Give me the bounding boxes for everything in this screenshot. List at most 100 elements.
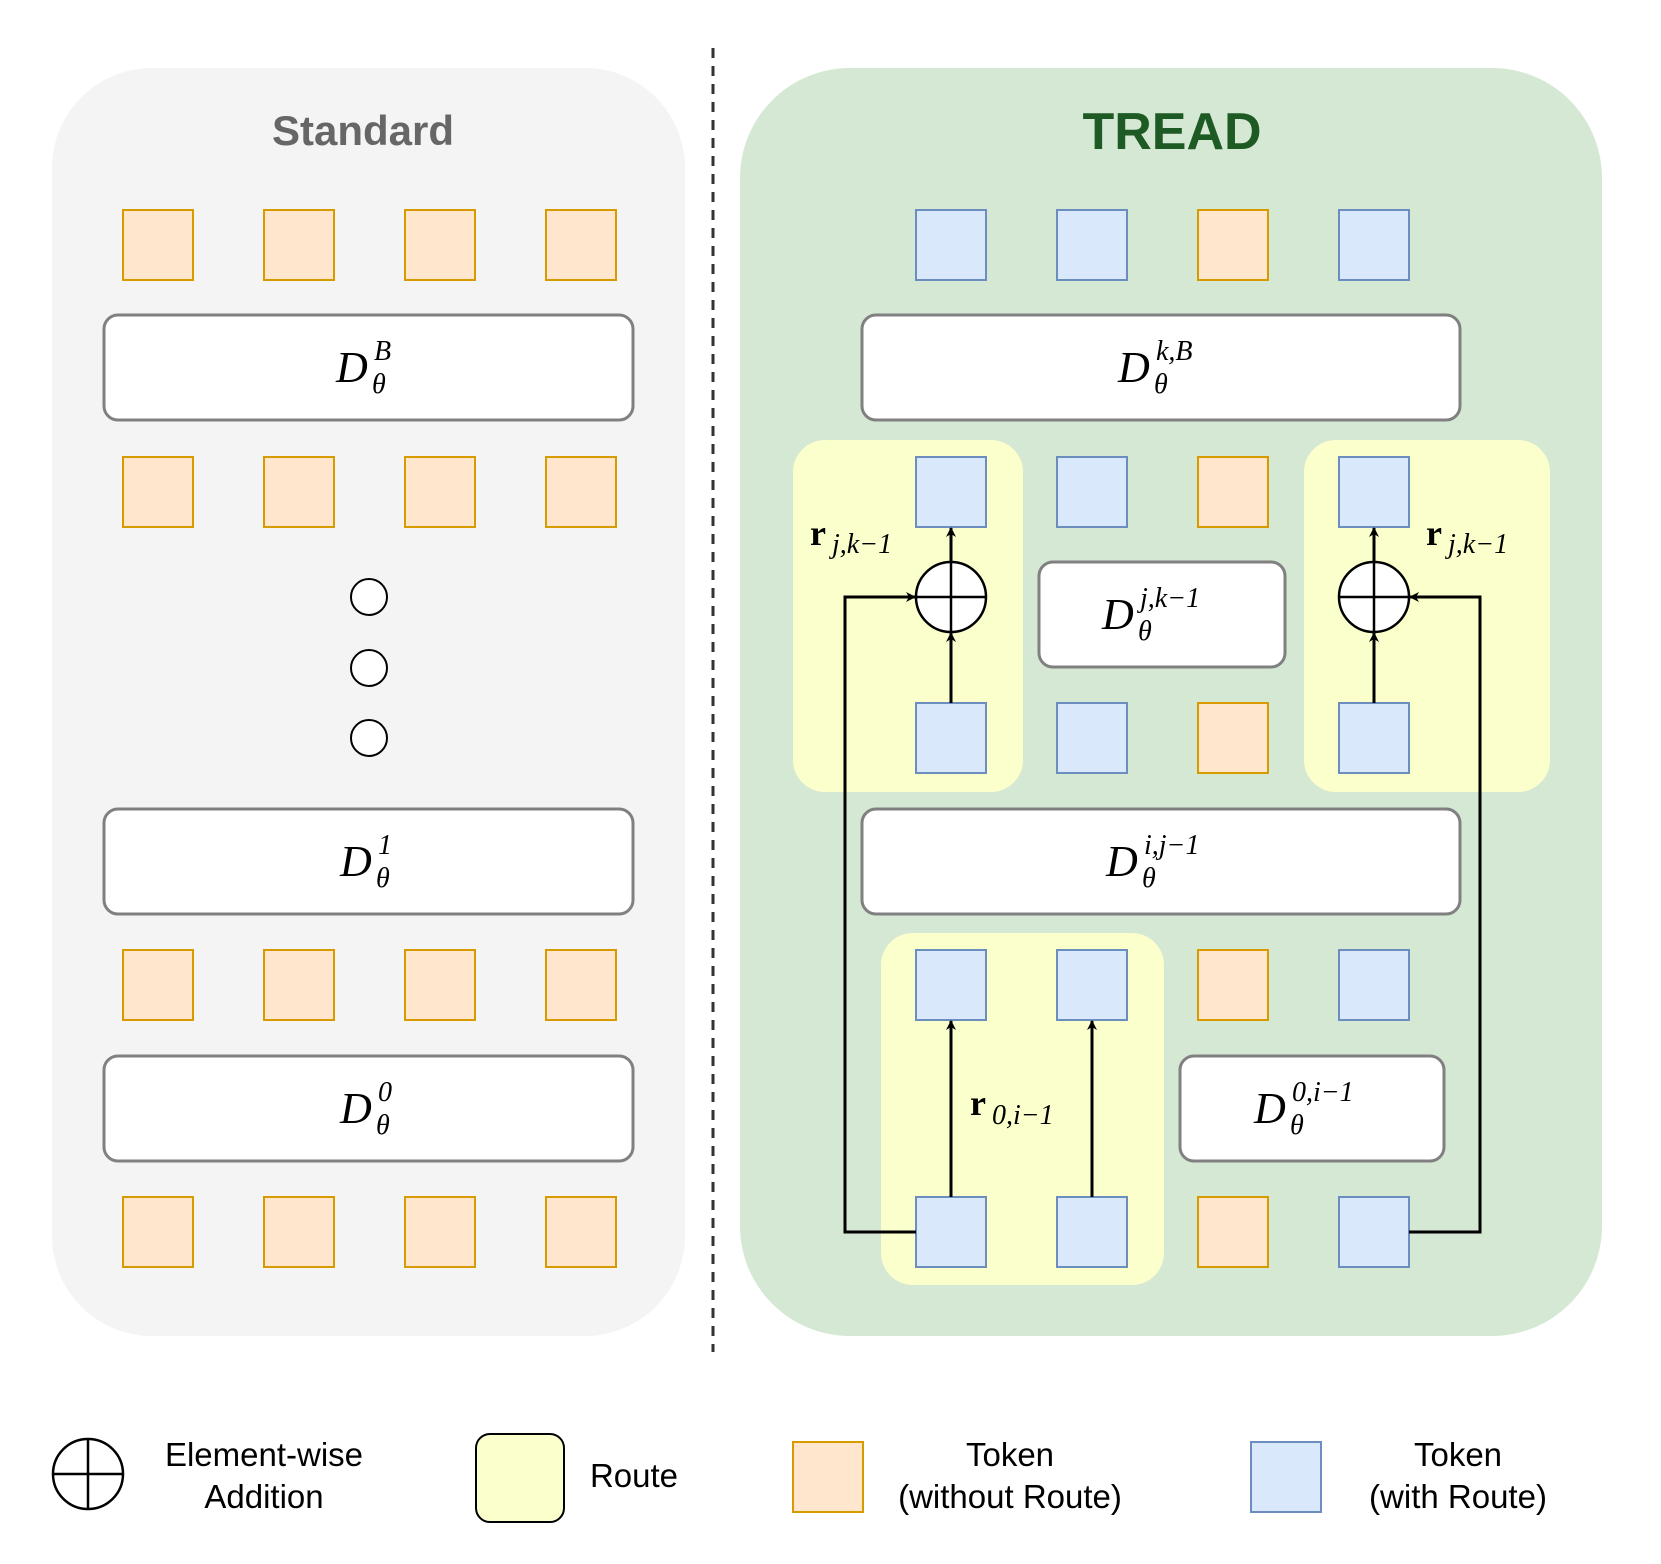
token-routed	[1338, 1196, 1410, 1268]
token	[122, 456, 194, 528]
token	[545, 949, 617, 1021]
token-routed	[1338, 702, 1410, 774]
svg-text:r: r	[970, 1083, 986, 1123]
token	[404, 209, 476, 281]
svg-text:θ: θ	[1290, 1110, 1304, 1141]
ellipsis-dot	[350, 578, 388, 616]
svg-text:i,j−1: i,j−1	[1144, 830, 1199, 861]
token	[1197, 1196, 1269, 1268]
tread-title: TREAD	[1082, 103, 1261, 161]
token	[263, 456, 335, 528]
svg-text:θ: θ	[376, 1110, 390, 1141]
token-routed	[1338, 209, 1410, 281]
svg-text:1: 1	[378, 830, 392, 861]
standard-tokens	[122, 209, 617, 1268]
svg-text:D: D	[1253, 1084, 1286, 1133]
token	[122, 949, 194, 1021]
svg-text:θ: θ	[376, 863, 390, 894]
token	[404, 949, 476, 1021]
svg-text:r: r	[1426, 513, 1442, 553]
token	[263, 209, 335, 281]
token	[1197, 209, 1269, 281]
token-routed	[1056, 456, 1128, 528]
legend-addition-label-1: Element-wise	[165, 1436, 363, 1473]
route-label-right: r j,k−1	[1426, 513, 1508, 560]
svg-text:θ: θ	[1138, 616, 1152, 647]
token-routed	[1056, 1196, 1128, 1268]
legend-token-without-label-1: Token	[966, 1436, 1054, 1473]
token	[1197, 949, 1269, 1021]
token-routed	[915, 1196, 987, 1268]
legend: Element-wise Addition Route Token (witho…	[51, 1433, 1547, 1523]
token	[263, 949, 335, 1021]
svg-text:j,k−1: j,k−1	[1137, 583, 1200, 614]
token	[404, 1196, 476, 1268]
token-routed	[1338, 949, 1410, 1021]
route-label-bottom: r 0,i−1	[970, 1083, 1054, 1131]
svg-text:r: r	[810, 513, 826, 553]
token-routed	[915, 702, 987, 774]
legend-route-swatch	[475, 1433, 565, 1523]
token	[263, 1196, 335, 1268]
route-connections	[843, 527, 1482, 1234]
token	[1197, 702, 1269, 774]
tread-block-ij: D θ i,j−1	[860, 807, 1462, 916]
svg-text:0,i−1: 0,i−1	[992, 1100, 1054, 1131]
svg-text:D: D	[1117, 343, 1150, 392]
svg-text:D: D	[1105, 837, 1138, 886]
addition-icon-right	[1337, 560, 1411, 634]
token-routed	[915, 209, 987, 281]
tread-tokens	[915, 209, 1410, 1268]
legend-token-orange-swatch	[792, 1441, 864, 1513]
svg-text:k,B: k,B	[1156, 336, 1193, 367]
tread-block-jk: D θ j,k−1	[1037, 560, 1287, 669]
token-routed	[1338, 456, 1410, 528]
svg-text:j,k−1: j,k−1	[829, 529, 892, 560]
token	[122, 1196, 194, 1268]
ellipsis-dot	[350, 649, 388, 687]
token	[545, 209, 617, 281]
standard-block-1: D θ 1	[102, 807, 635, 916]
token	[545, 1196, 617, 1268]
token-routed	[1056, 949, 1128, 1021]
route-region-left	[793, 440, 1023, 792]
svg-text:D: D	[1101, 590, 1134, 639]
token-routed	[915, 949, 987, 1021]
svg-text:B: B	[374, 336, 391, 367]
token	[1197, 456, 1269, 528]
svg-text:θ: θ	[1142, 863, 1156, 894]
token-routed	[1056, 209, 1128, 281]
legend-route-label: Route	[590, 1457, 678, 1494]
svg-text:D: D	[335, 343, 368, 392]
legend-token-with-label-1: Token	[1414, 1436, 1502, 1473]
legend-addition-label-2: Addition	[204, 1478, 323, 1515]
token	[404, 456, 476, 528]
svg-text:j,k−1: j,k−1	[1445, 529, 1508, 560]
standard-block-0: D θ 0	[102, 1054, 635, 1163]
svg-text:θ: θ	[1154, 369, 1168, 400]
svg-text:0: 0	[378, 1077, 392, 1108]
svg-text:θ: θ	[372, 369, 386, 400]
legend-token-blue-swatch	[1250, 1441, 1322, 1513]
token	[122, 209, 194, 281]
tread-block-kB: D θ k,B	[860, 313, 1462, 422]
token	[545, 456, 617, 528]
svg-text:D: D	[339, 1084, 372, 1133]
ellipsis-dots	[350, 578, 388, 757]
tread-block-0i: D θ 0,i−1	[1178, 1054, 1446, 1163]
legend-token-with-label-2: (with Route)	[1369, 1478, 1547, 1515]
token-routed	[915, 456, 987, 528]
ellipsis-dot	[350, 719, 388, 757]
legend-token-without-label-2: (without Route)	[898, 1478, 1122, 1515]
addition-icon-left	[914, 560, 988, 634]
route-line-right	[1409, 592, 1482, 1234]
standard-title: Standard	[272, 107, 454, 154]
token-routed	[1056, 702, 1128, 774]
standard-block-B: D θ B	[102, 313, 635, 422]
route-line-left	[843, 592, 916, 1234]
route-label-left: r j,k−1	[810, 513, 892, 560]
legend-addition-icon	[51, 1437, 125, 1511]
svg-text:D: D	[339, 837, 372, 886]
svg-text:0,i−1: 0,i−1	[1292, 1077, 1354, 1108]
